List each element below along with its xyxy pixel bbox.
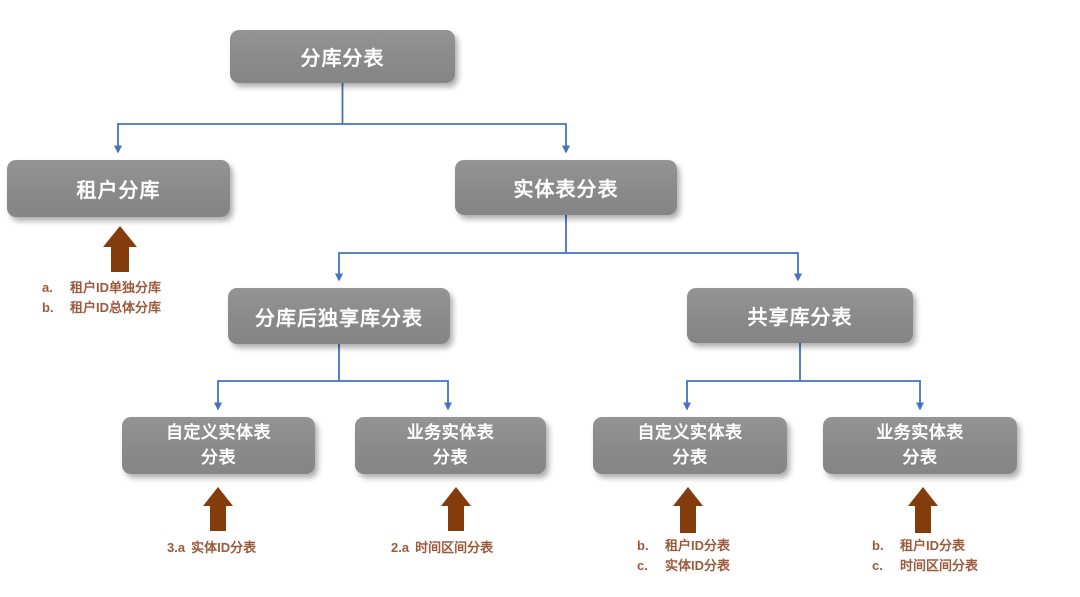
up-arrow-business-right-icon bbox=[908, 487, 938, 533]
up-arrow-custom-left-icon bbox=[203, 487, 233, 531]
connector-shared-children bbox=[683, 343, 924, 411]
node-business-entity-right-line2: 分表 bbox=[902, 447, 938, 467]
node-custom-entity-left-line1: 自定义实体表 bbox=[166, 422, 271, 442]
annotation-marker: c. bbox=[872, 558, 883, 573]
node-custom-entity-left: 自定义实体表 分表 bbox=[122, 417, 315, 474]
annotation-text: 租户ID分表 bbox=[665, 538, 731, 553]
annotation-line: a. 租户ID单独分库 bbox=[42, 278, 161, 298]
annotation-marker: 2.a bbox=[391, 540, 410, 555]
annotation-line: 2.a 时间区间分表 bbox=[391, 538, 493, 558]
annotation-line: c. 时间区间分表 bbox=[872, 556, 978, 576]
node-tenant-db-label: 租户分库 bbox=[76, 180, 161, 202]
up-arrow-tenant-icon bbox=[103, 226, 137, 272]
annotation-business-entity-left: 2.a 时间区间分表 bbox=[391, 538, 493, 558]
node-tenant-db: 租户分库 bbox=[7, 160, 230, 217]
annotation-custom-entity-left: 3.a 实体ID分表 bbox=[167, 538, 256, 558]
node-business-entity-left: 业务实体表 分表 bbox=[355, 417, 546, 474]
up-arrow-custom-right-icon bbox=[673, 487, 703, 533]
connector-root-children bbox=[114, 83, 570, 154]
annotation-text: 实体ID分表 bbox=[665, 558, 731, 573]
annotation-line: c. 实体ID分表 bbox=[637, 556, 730, 576]
node-exclusive-db-split: 分库后独享库分表 bbox=[228, 288, 450, 344]
annotation-line: b. 租户ID分表 bbox=[872, 536, 978, 556]
annotation-marker: c. bbox=[637, 558, 648, 573]
annotation-marker: b. bbox=[637, 538, 649, 553]
node-root: 分库分表 bbox=[230, 30, 455, 83]
node-business-entity-left-line2: 分表 bbox=[433, 447, 468, 467]
annotation-text: 租户ID分表 bbox=[900, 538, 966, 553]
node-entity-table-label: 实体表分表 bbox=[513, 179, 619, 201]
node-business-entity-right-line1: 业务实体表 bbox=[876, 422, 964, 442]
annotation-text: 时间区间分表 bbox=[900, 558, 979, 573]
node-entity-table: 实体表分表 bbox=[455, 160, 677, 215]
annotation-line: 3.a 实体ID分表 bbox=[167, 538, 256, 558]
node-custom-entity-left-line2: 分表 bbox=[201, 447, 236, 467]
node-shared-db-split: 共享库分表 bbox=[687, 288, 913, 343]
annotation-marker: a. bbox=[42, 280, 53, 295]
annotation-text: 时间区间分表 bbox=[415, 540, 494, 555]
node-shared-db-split-label: 共享库分表 bbox=[747, 307, 853, 329]
connector-entity-children bbox=[335, 215, 802, 282]
node-custom-entity-right-line2: 分表 bbox=[672, 447, 708, 467]
node-custom-entity-right-line1: 自定义实体表 bbox=[637, 422, 743, 442]
annotation-marker: b. bbox=[872, 538, 884, 553]
annotation-business-entity-right: b. 租户ID分表 c. 时间区间分表 bbox=[872, 536, 978, 576]
annotation-line: b. 租户ID分表 bbox=[637, 536, 730, 556]
annotation-text: 租户ID单独分库 bbox=[70, 280, 162, 295]
node-business-entity-right: 业务实体表 分表 bbox=[823, 417, 1017, 474]
annotation-marker: 3.a bbox=[167, 540, 186, 555]
annotation-text: 租户ID总体分库 bbox=[70, 300, 162, 315]
annotation-line: b. 租户ID总体分库 bbox=[42, 298, 161, 318]
node-root-label: 分库分表 bbox=[300, 48, 385, 70]
annotation-text: 实体ID分表 bbox=[191, 540, 257, 555]
annotation-marker: b. bbox=[42, 300, 54, 315]
node-business-entity-left-line1: 业务实体表 bbox=[406, 422, 495, 442]
node-exclusive-db-split-label: 分库后独享库分表 bbox=[255, 307, 423, 330]
connector-exclusive-children bbox=[214, 344, 452, 411]
annotation-tenant-db: a. 租户ID单独分库 b. 租户ID总体分库 bbox=[42, 278, 161, 318]
annotation-custom-entity-right: b. 租户ID分表 c. 实体ID分表 bbox=[637, 536, 730, 576]
up-arrow-business-left-icon bbox=[441, 487, 471, 531]
node-custom-entity-right: 自定义实体表 分表 bbox=[593, 417, 787, 474]
